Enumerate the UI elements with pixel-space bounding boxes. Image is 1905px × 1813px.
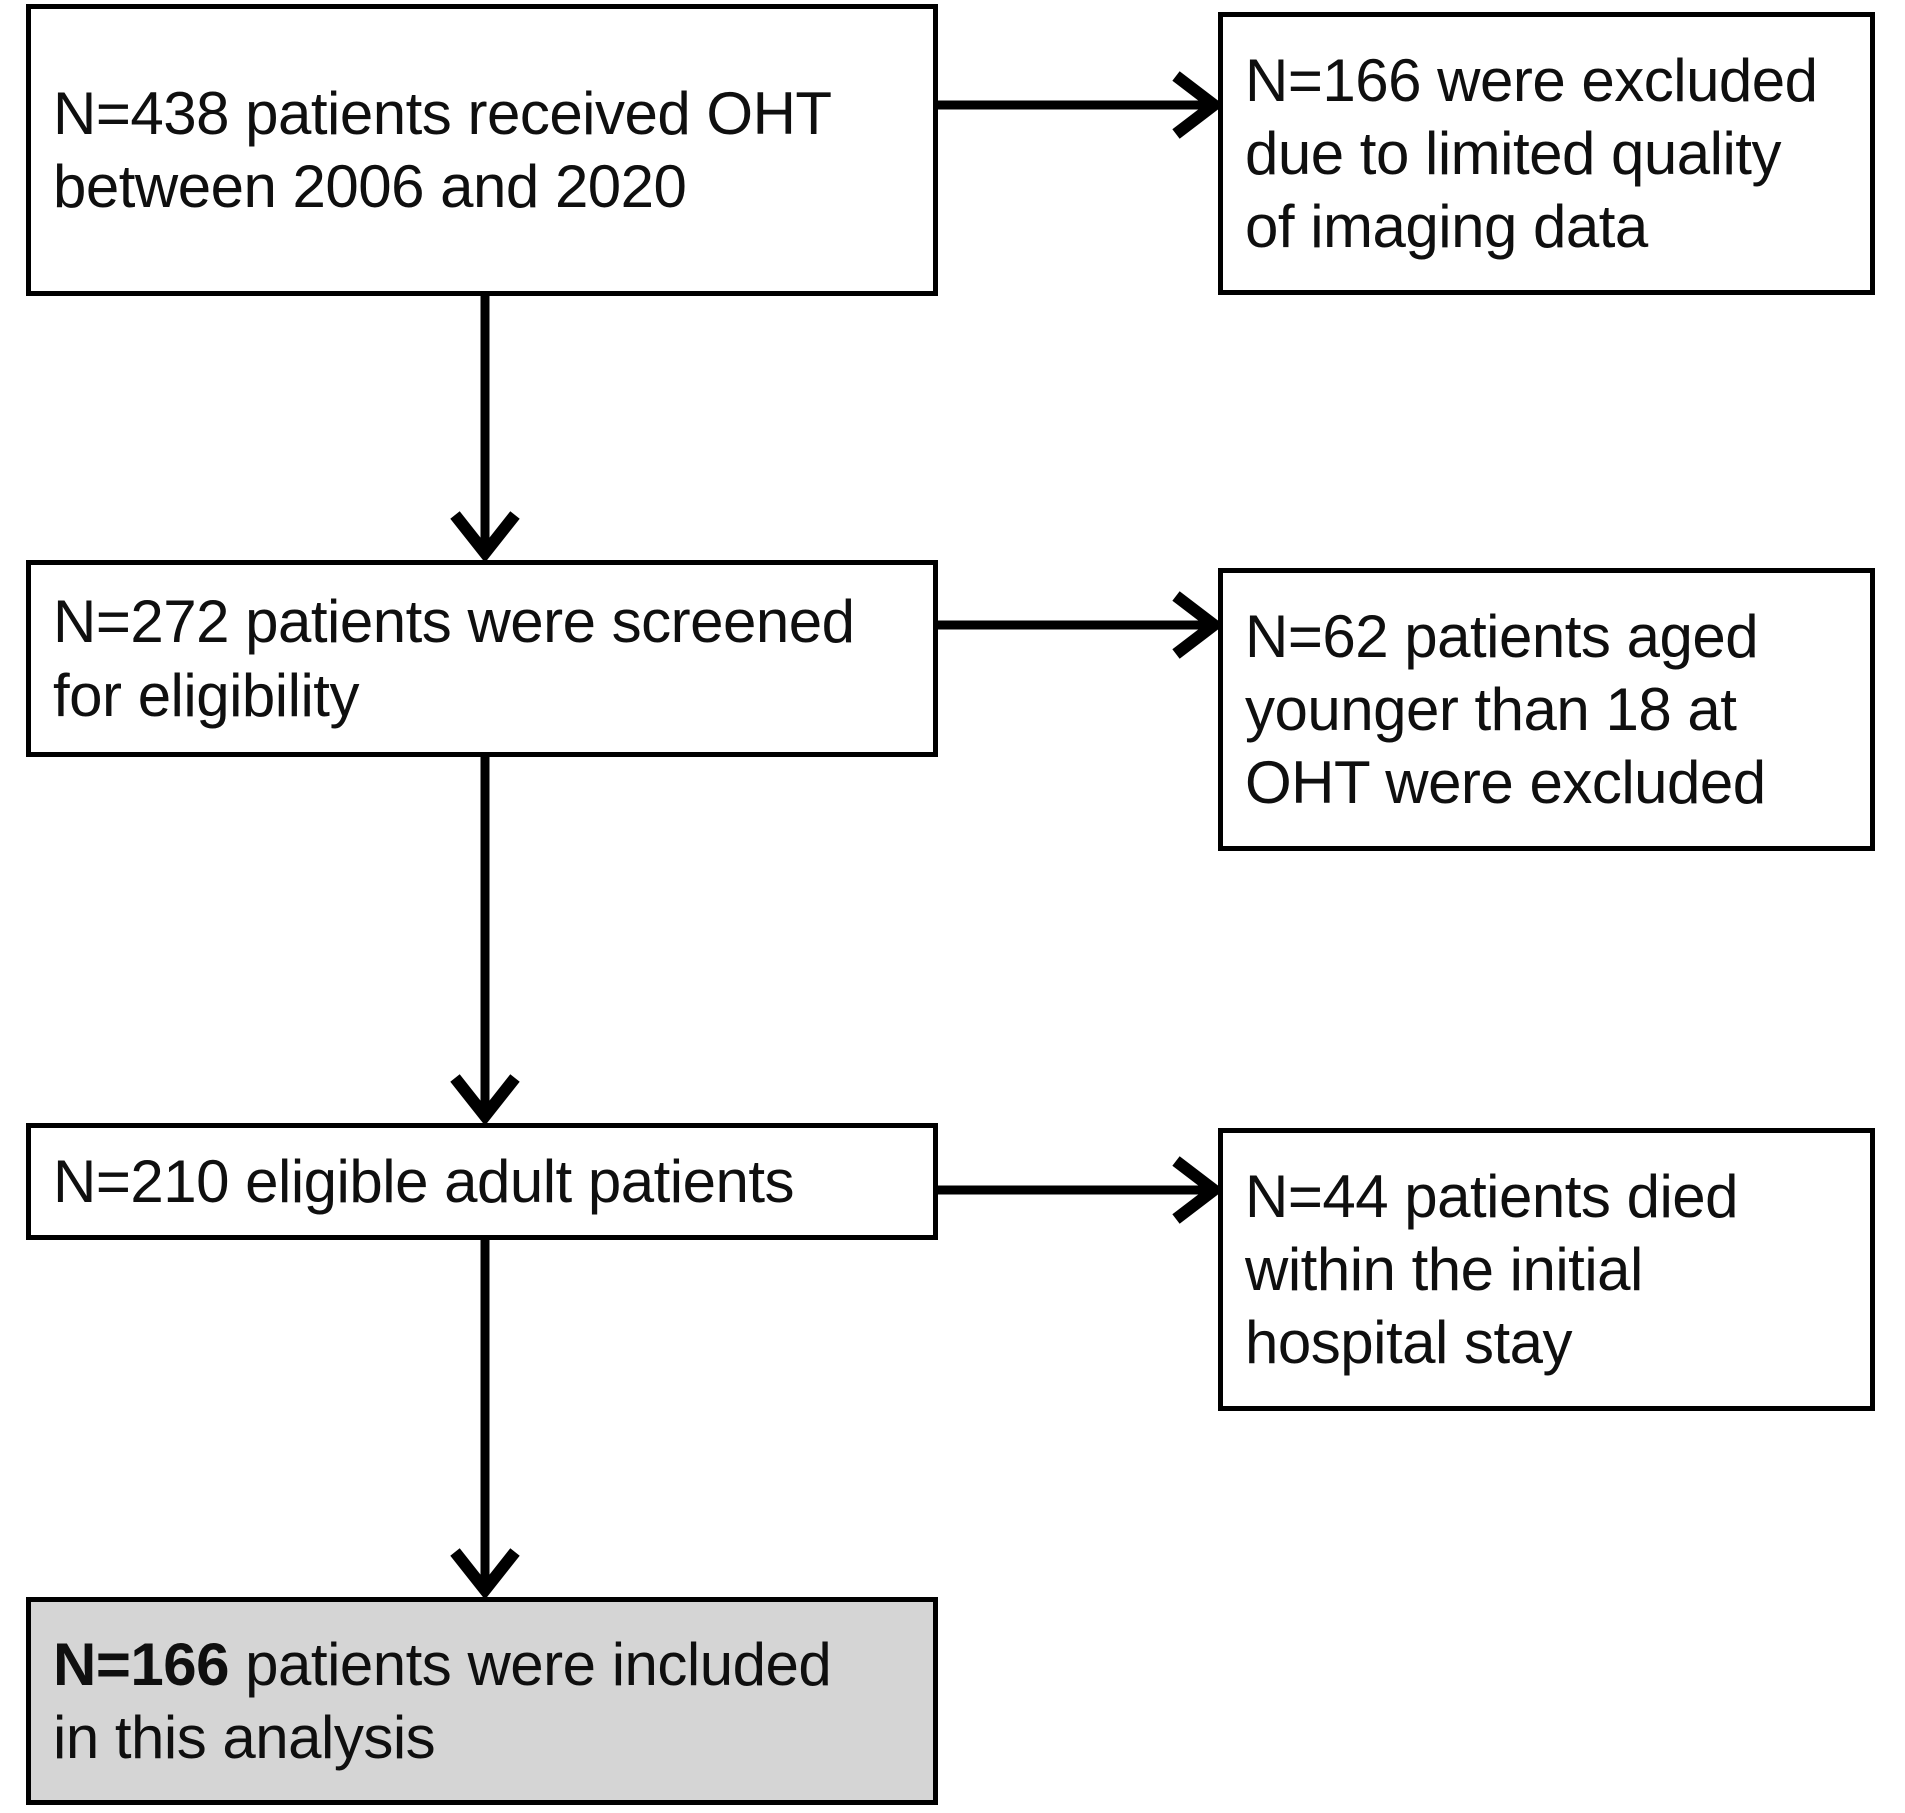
node-included-line1-rest: patients were included <box>228 1630 832 1698</box>
node-patients-screened: N=272 patients were screened for eligibi… <box>26 560 938 757</box>
node-excl-died-line1: N=44 patients died <box>1245 1162 1739 1230</box>
connector-screened-to-eligible <box>450 757 520 1126</box>
node-screened-line2: for eligibility <box>53 661 359 729</box>
node-excluded-died-in-hospital: N=44 patients died within the initial ho… <box>1218 1128 1875 1411</box>
connector-screened-to-excluded-age <box>938 591 1224 659</box>
connector-eligible-to-included <box>450 1240 520 1600</box>
node-excluded-under-18: N=62 patients aged younger than 18 at OH… <box>1218 568 1875 851</box>
node-excl-died-line3: hospital stay <box>1245 1309 1573 1377</box>
connector-received-to-screened <box>450 296 520 563</box>
connector-eligible-to-excluded-died <box>938 1156 1224 1224</box>
node-screened-line1: N=272 patients were screened <box>53 588 855 656</box>
node-excl-age-line1: N=62 patients aged <box>1245 602 1759 670</box>
node-received-line1: N=438 patients received OHT <box>53 79 832 147</box>
node-included-line1: N=166 patients were included <box>31 1628 933 1701</box>
node-excluded-imaging-quality: N=166 were excluded due to limited quali… <box>1218 12 1875 295</box>
node-eligible-adults: N=210 eligible adult patients <box>26 1123 938 1240</box>
node-excl-imaging-line2: due to limited quality <box>1245 119 1781 187</box>
node-patients-included: N=166 patients were included in this ana… <box>26 1597 938 1805</box>
node-received-line2: between 2006 and 2020 <box>53 153 687 220</box>
node-excl-age-line3: OHT were excluded <box>1245 749 1766 817</box>
node-excl-imaging-line1: N=166 were excluded <box>1245 46 1818 114</box>
connector-received-to-excluded-imaging <box>938 71 1224 139</box>
node-patients-received: N=438 patients received OHT between 2006… <box>26 4 938 296</box>
node-included-count: N=166 <box>53 1630 229 1698</box>
node-eligible-line1: N=210 eligible adult patients <box>53 1147 795 1215</box>
node-excl-died-line2: within the initial <box>1245 1235 1643 1303</box>
node-excl-imaging-line3: of imaging data <box>1245 193 1648 261</box>
node-included-line2: in this analysis <box>53 1704 436 1771</box>
node-excl-age-line2: younger than 18 at <box>1245 675 1737 743</box>
